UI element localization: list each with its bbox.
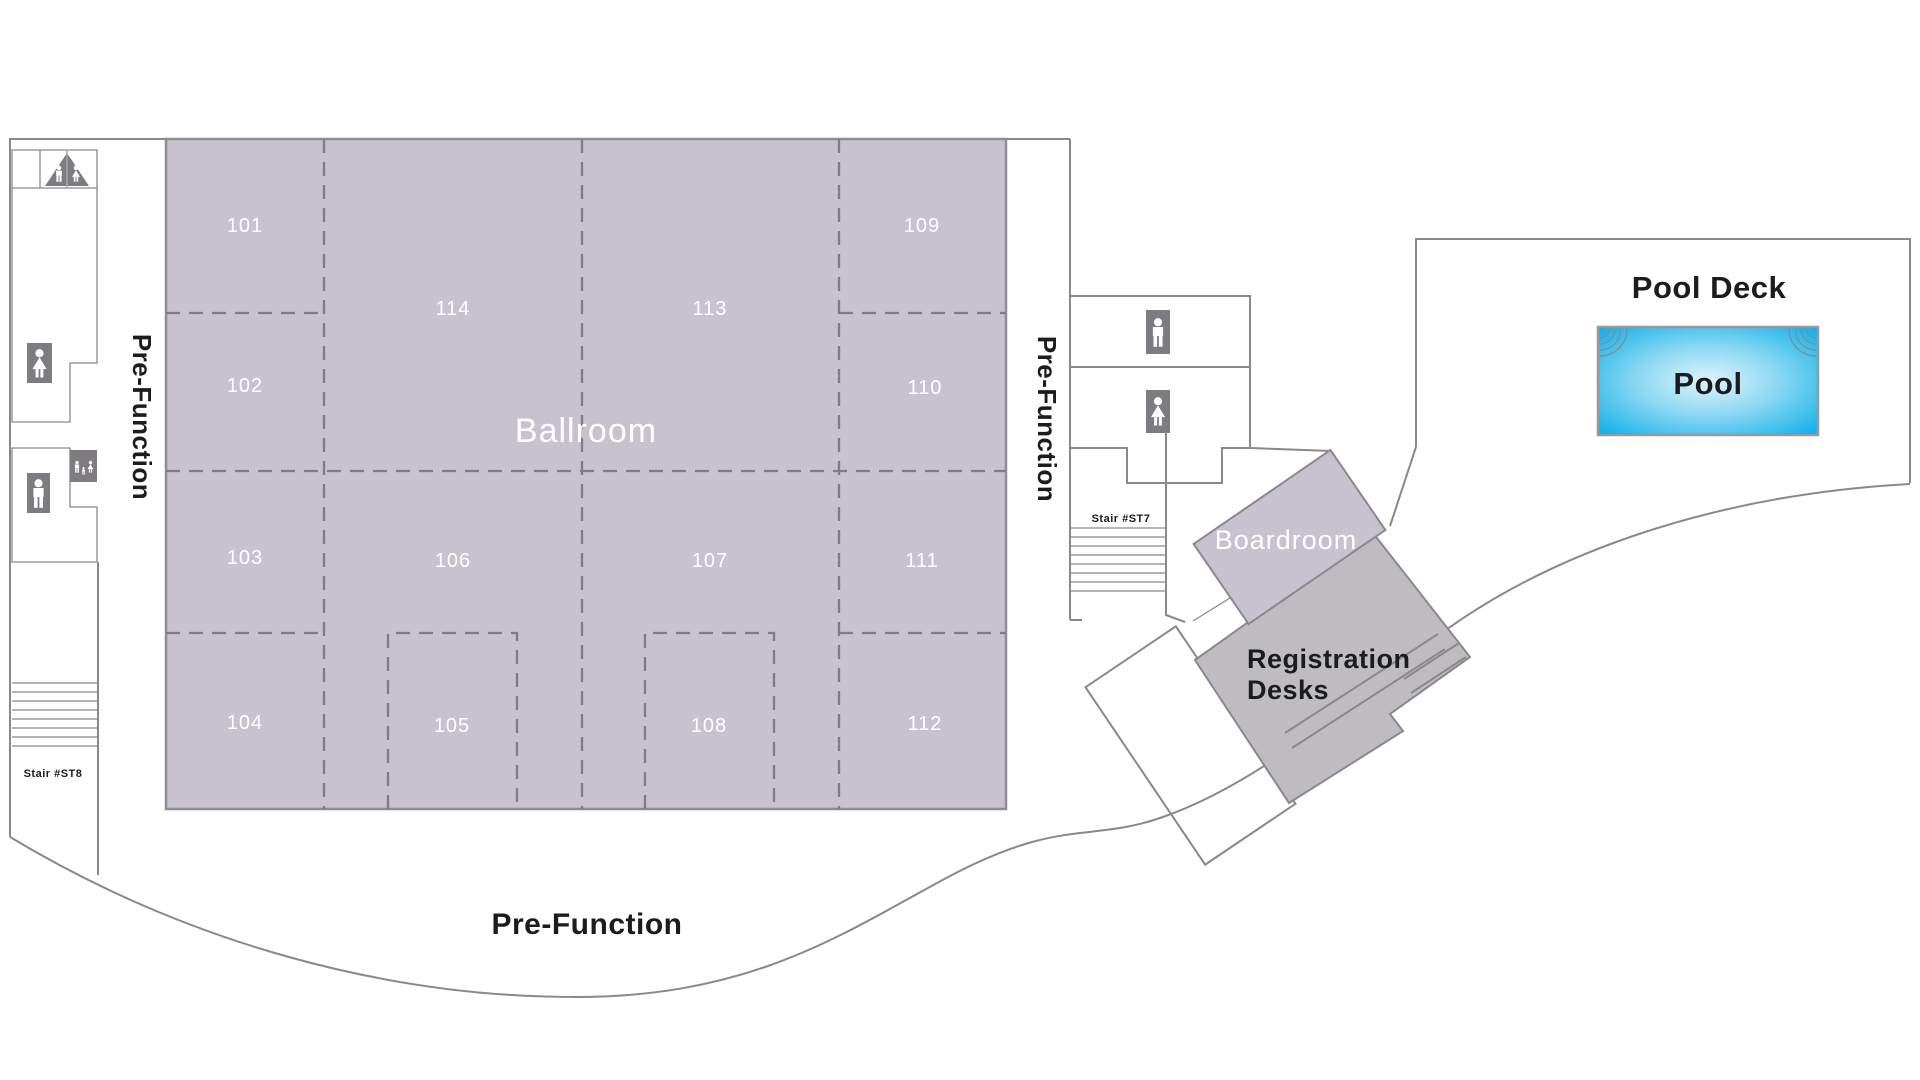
pre-function-bottom-label: Pre-Function — [492, 908, 683, 941]
desk-lines — [1284, 633, 1467, 749]
pool-steps-arcs — [1599, 328, 1817, 357]
room-label-112: 112 — [908, 713, 943, 735]
room-label-114: 114 — [436, 298, 471, 320]
room-label-113: 113 — [693, 298, 728, 320]
stair-st8: Stair #ST8 — [12, 562, 99, 875]
women-restroom-icon — [27, 343, 52, 383]
pool: Pool — [1596, 325, 1820, 437]
men-restroom-icon — [27, 473, 50, 513]
registration-label-line1: Registration — [1247, 644, 1411, 674]
pool-deck-label: Pool Deck — [1632, 270, 1787, 305]
boardroom-area: Boardroom — [1192, 448, 1387, 626]
boardroom-label: Boardroom — [1215, 525, 1358, 555]
stair-st8-steps — [12, 682, 97, 747]
left-utility-block-upper — [11, 149, 98, 423]
connector-wall-left — [1249, 447, 1332, 452]
connector-wall-right — [1389, 446, 1417, 527]
room-label-106: 106 — [435, 550, 471, 572]
left-wing-wall — [9, 138, 166, 837]
stair-st8-label: Stair #ST8 — [24, 768, 83, 780]
men-restroom-icon — [1146, 310, 1170, 354]
pool-deck-area: Pool Deck Pool — [1415, 238, 1911, 483]
prefunction-curved-wall — [9, 483, 1911, 999]
room-label-103: 103 — [227, 547, 263, 569]
left-utility-block-lower — [11, 447, 98, 563]
room-label-105: 105 — [434, 715, 470, 737]
room-label-107: 107 — [692, 550, 728, 572]
room-label-108: 108 — [691, 715, 727, 737]
pre-function-left-label: Pre-Function — [127, 334, 157, 500]
pre-function-right-label: Pre-Function — [1032, 336, 1062, 502]
room-label-102: 102 — [227, 375, 263, 397]
ballroom-area — [164, 137, 1008, 811]
stair-st7: Stair #ST7 — [1071, 432, 1239, 623]
right-restroom-block — [1069, 295, 1251, 484]
men-women-restroom-triangle-icon — [45, 151, 89, 188]
room-label-101: 101 — [227, 215, 263, 237]
room-label-104: 104 — [227, 712, 263, 734]
pool-label: Pool — [1673, 366, 1742, 401]
registration-label-line2: Desks — [1247, 675, 1329, 705]
registration-desks-area: Registration Desks — [1193, 531, 1472, 805]
stair-st7-label: Stair #ST7 — [1092, 513, 1151, 525]
ballroom-room-numbers: 101 102 103 104 105 106 107 108 109 110 … — [227, 215, 943, 737]
room-label-110: 110 — [908, 377, 943, 399]
stair-st7-steps — [1071, 527, 1166, 592]
room-label-109: 109 — [904, 215, 940, 237]
women-restroom-icon — [1146, 390, 1170, 433]
ballroom-dividers — [166, 139, 1006, 809]
room-label-111: 111 — [905, 550, 938, 572]
ballroom-label: Ballroom — [515, 412, 657, 450]
family-restroom-icon — [70, 450, 97, 482]
